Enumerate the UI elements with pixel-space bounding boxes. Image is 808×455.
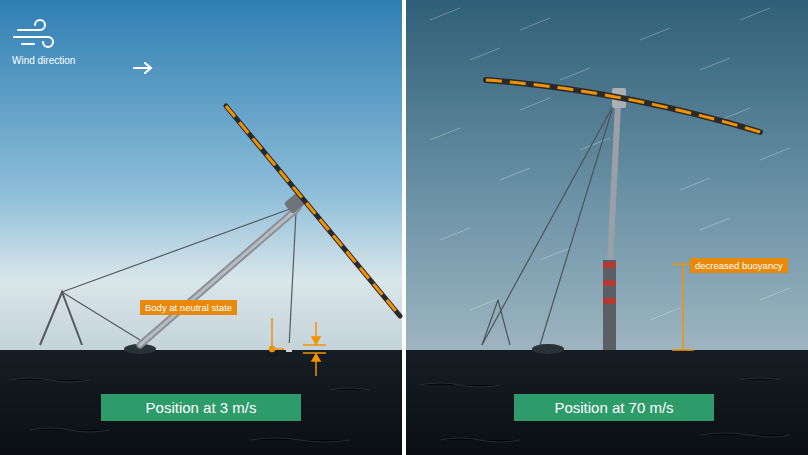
node-text: Position at 3 m/s <box>146 399 257 416</box>
callout-tag: Body at neutral state <box>140 300 237 315</box>
node-text: Body at neutral state <box>145 302 232 313</box>
wind-label: Wind direction <box>12 55 75 66</box>
caption-box: Position at 3 m/s <box>101 394 301 421</box>
caption-box: Position at 70 m/s <box>514 394 714 421</box>
node-text: decreased buoyancy <box>695 260 783 271</box>
callout-tag: decreased buoyancy <box>690 258 788 273</box>
node-text: Position at 70 m/s <box>554 399 673 416</box>
